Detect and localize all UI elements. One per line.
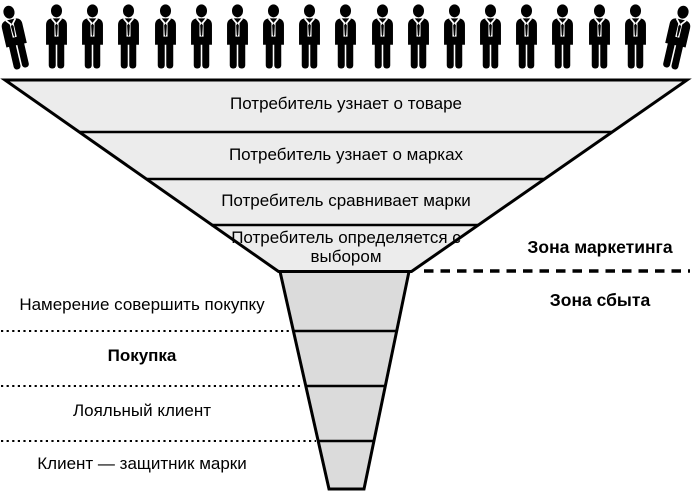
- band-label-decide-choice: Потребитель определяется с выбором: [231, 228, 461, 266]
- stage-label-loyal-client: Лояльный клиент: [72, 401, 212, 420]
- stage-label-brand-advocate: Клиент — защитник марки: [37, 454, 247, 473]
- stage-label-purchase: Покупка: [107, 346, 177, 365]
- funnel-cone: [0, 78, 692, 273]
- band-label-awareness-brands: Потребитель узнает о марках: [228, 145, 464, 164]
- funnel-stem: [278, 270, 411, 491]
- band-label-compare-brands: Потребитель сравнивает марки: [221, 191, 471, 210]
- zone-sales-label: Зона сбыта: [549, 290, 651, 310]
- stage-label-purchase-intent: Намерение совершить покупку: [19, 295, 265, 314]
- zone-marketing-label: Зона маркетинга: [527, 237, 673, 257]
- band-label-awareness-product: Потребитель узнает о товаре: [230, 94, 462, 113]
